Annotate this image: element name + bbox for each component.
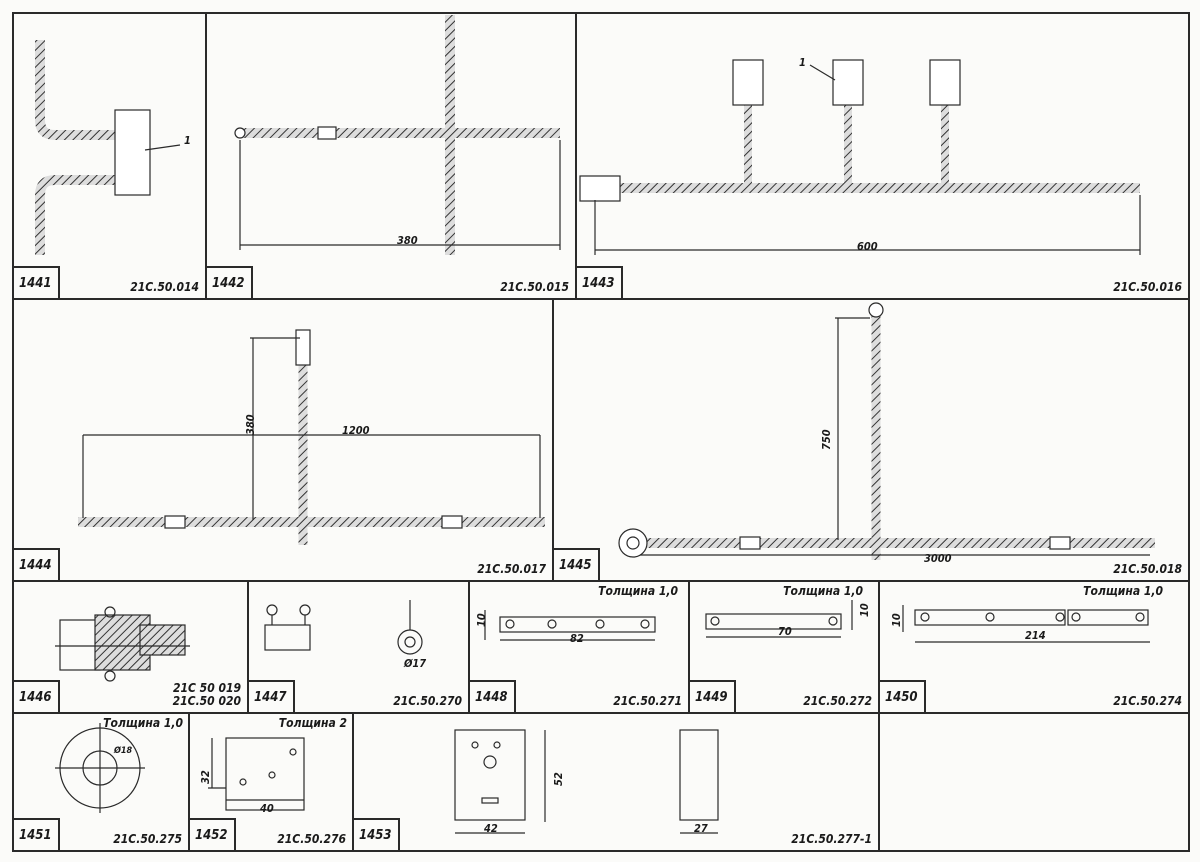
dimension-label: Ø18 bbox=[114, 746, 133, 756]
cable-harness-1443 bbox=[579, 59, 1141, 255]
dimension-label: 380 bbox=[397, 234, 418, 247]
dimension-label: 82 bbox=[570, 632, 584, 645]
item-number: 1443 bbox=[577, 266, 623, 298]
thickness-note: Толщина 1,0 bbox=[598, 584, 678, 598]
washer-drawing-1451 bbox=[55, 723, 145, 813]
item-number: 1441 bbox=[14, 266, 60, 298]
dimension-label: 1200 bbox=[342, 424, 370, 437]
callout-label: 1 bbox=[799, 56, 806, 69]
item-number: 1442 bbox=[207, 266, 253, 298]
part-drawing-1447 bbox=[264, 600, 423, 655]
drawing-cell-1443: 1443 21C.50.016 1 600 bbox=[575, 12, 1190, 300]
part-code-1: 21C 50 019 bbox=[172, 681, 241, 695]
drawing-cell-1448: 1448 21C.50.271 Толщина 1,0 10 82 bbox=[468, 580, 690, 714]
dimension-label: 10 bbox=[475, 613, 488, 627]
drawing-cell-1449: 1449 21C.50.272 Толщина 1,0 10 70 bbox=[688, 580, 880, 714]
item-number: 1452 bbox=[190, 818, 236, 850]
part-code: 21C.50.015 bbox=[500, 280, 569, 294]
part-code: 21C.50.271 bbox=[613, 694, 682, 708]
item-number: 1446 bbox=[14, 680, 60, 712]
part-code: 21C.50.018 bbox=[1113, 562, 1182, 576]
empty-cell bbox=[878, 712, 1190, 852]
item-number: 1445 bbox=[554, 548, 600, 580]
drawing-cell-1451: 1451 21C.50.275 Толщина 1,0 Ø18 bbox=[12, 712, 190, 852]
item-number: 1444 bbox=[14, 548, 60, 580]
part-code: 21C.50.277-1 bbox=[791, 832, 872, 846]
part-code: 21C.50.276 bbox=[277, 832, 346, 846]
thickness-note: Толщина 2 bbox=[278, 716, 347, 730]
cable-harness-1441 bbox=[35, 40, 181, 255]
dimension-label: 600 bbox=[857, 240, 878, 253]
dimension-label: 214 bbox=[1025, 629, 1046, 642]
item-number: 1449 bbox=[690, 680, 736, 712]
dimension-label: 10 bbox=[858, 603, 871, 617]
part-code: 21C.50.017 bbox=[477, 562, 546, 576]
dimension-label: 70 bbox=[778, 625, 792, 638]
connector-drawing-1446 bbox=[55, 606, 190, 682]
drawing-cell-1450: 1450 21C.50.274 Толщина 1,0 10 214 bbox=[878, 580, 1190, 714]
strip-drawing-1448 bbox=[484, 610, 656, 641]
dimension-label: 750 bbox=[820, 429, 833, 450]
drawing-cell-1442: 1442 21C.50.015 380 bbox=[205, 12, 577, 300]
dimension-label: 52 bbox=[552, 772, 565, 786]
dimension-label: Ø17 bbox=[404, 657, 427, 670]
thickness-note: Толщина 1,0 bbox=[103, 716, 183, 730]
part-code: 21C.50.016 bbox=[1113, 280, 1182, 294]
item-number: 1448 bbox=[470, 680, 516, 712]
callout-label: 1 bbox=[184, 134, 191, 147]
cable-harness-1444 bbox=[78, 329, 545, 545]
part-code: 21C.50.270 bbox=[393, 694, 462, 708]
part-code: 21C.50.275 bbox=[113, 832, 182, 846]
strip-drawing-1450 bbox=[902, 605, 1150, 643]
item-number: 1447 bbox=[249, 680, 295, 712]
dimension-label: 3000 bbox=[924, 552, 952, 565]
dimension-label: 40 bbox=[260, 802, 274, 815]
strip-drawing-1449 bbox=[705, 600, 853, 638]
drawing-cell-1441: 1441 21C.50.014 1 bbox=[12, 12, 207, 300]
item-number: 1450 bbox=[880, 680, 926, 712]
item-number: 1451 bbox=[14, 818, 60, 850]
drawing-cell-1447: 1447 21C.50.270 Ø17 bbox=[247, 580, 470, 714]
plate-drawing-1452 bbox=[208, 737, 305, 811]
dimension-label: 32 bbox=[199, 770, 212, 784]
part-code: 21C.50.274 bbox=[1113, 694, 1182, 708]
item-number: 1453 bbox=[354, 818, 400, 850]
part-code: 21C.50.014 bbox=[130, 280, 199, 294]
cable-harness-1445 bbox=[618, 302, 1155, 560]
drawing-cell-1452: 1452 21C.50.276 Толщина 2 32 40 bbox=[188, 712, 354, 852]
part-code-2: 21C.50 020 bbox=[172, 694, 241, 708]
dimension-label: 10 bbox=[890, 613, 903, 627]
thickness-note: Толщина 1,0 bbox=[1083, 584, 1163, 598]
dimension-label: 42 bbox=[484, 822, 498, 835]
dimension-label: 27 bbox=[694, 822, 708, 835]
part-code: 21C.50.272 bbox=[803, 694, 872, 708]
drawing-cell-1444: 1444 21C.50.017 380 1200 bbox=[12, 298, 554, 582]
thickness-note: Толщина 1,0 bbox=[783, 584, 863, 598]
drawing-cell-1445: 1445 21C.50.018 750 3000 bbox=[552, 298, 1190, 582]
dimension-label: 380 bbox=[244, 414, 257, 435]
cable-harness-1442 bbox=[234, 15, 561, 255]
relay-drawing-1453 bbox=[454, 729, 719, 834]
drawing-cell-1453: 1453 21C.50.277-1 52 42 27 bbox=[352, 712, 880, 852]
